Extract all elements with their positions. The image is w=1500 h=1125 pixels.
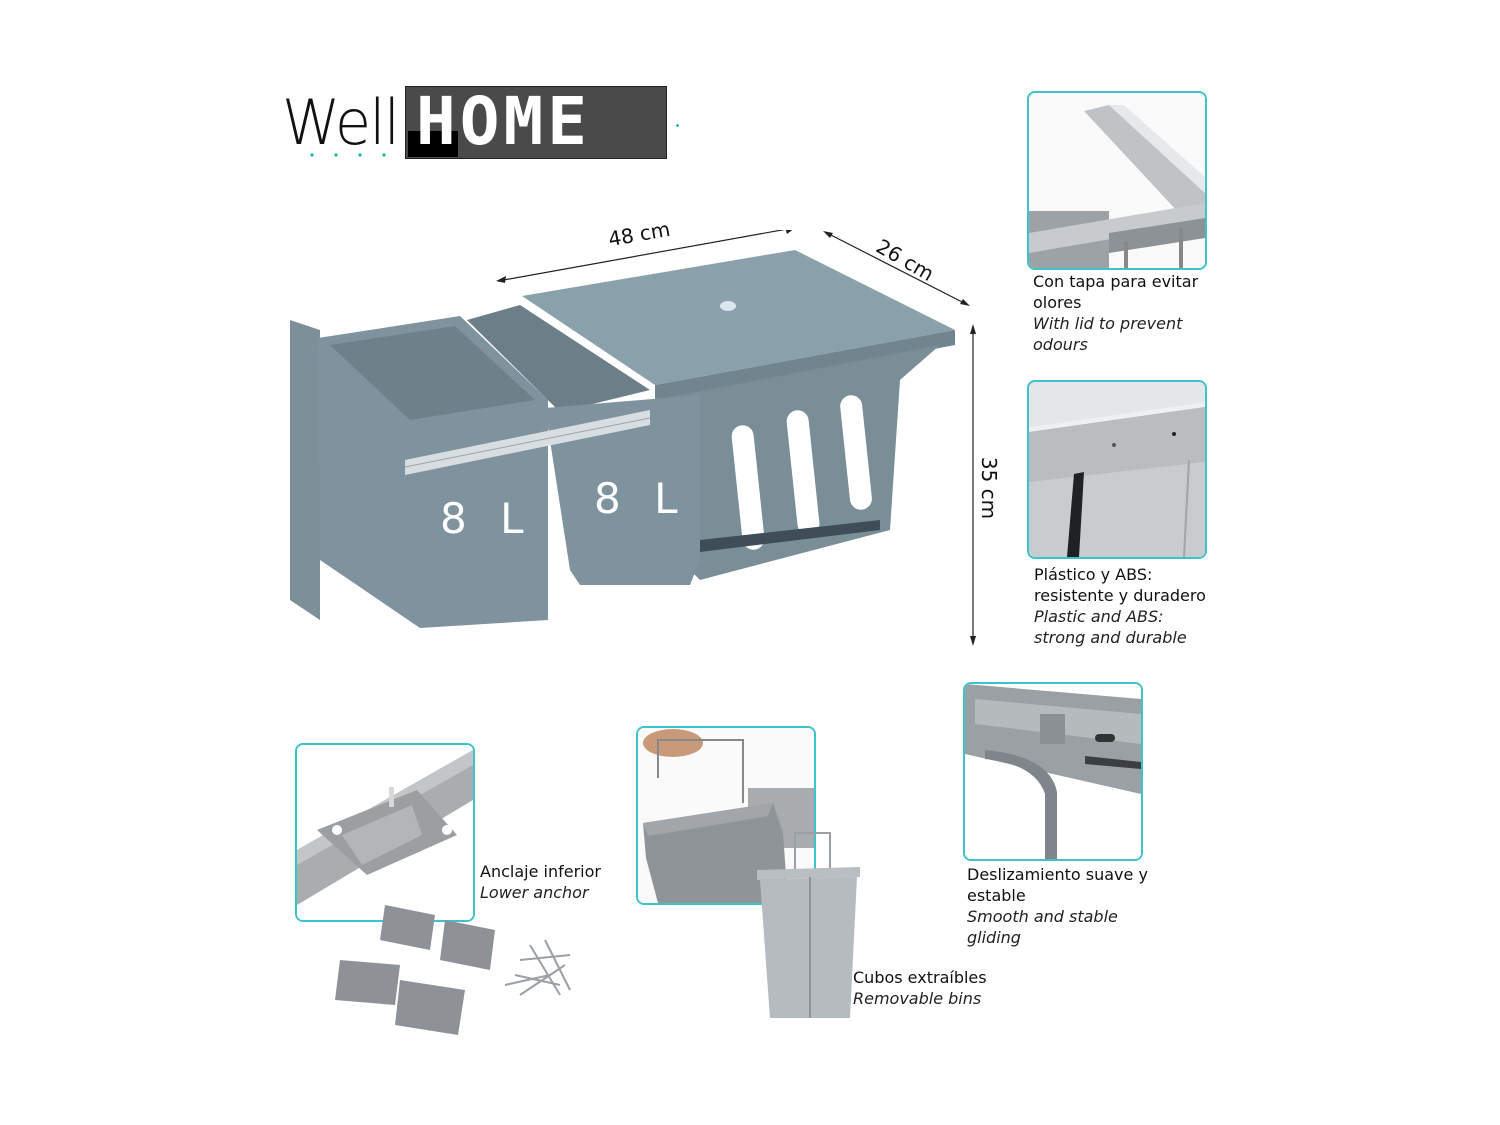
pull-out-bin-illustration <box>290 227 976 646</box>
product-main-image: 8 L 8 L <box>280 227 1000 650</box>
feature-title-material-en: Plastic and ABS: strong and durable <box>1034 607 1187 647</box>
anchor-brackets-and-screws <box>335 905 571 1035</box>
slide-rail-illustration <box>965 684 1141 859</box>
removable-bin-illustration <box>757 832 860 1018</box>
logo-home-text: HOME <box>416 83 591 160</box>
feature-title-lid-es: Con tapa para evitar olores <box>1033 272 1199 312</box>
feature-image-lid <box>1027 91 1207 270</box>
feature-title-anchor-en: Lower anchor <box>480 883 589 902</box>
feature-title-bins-es: Cubos extraíbles <box>853 968 987 987</box>
logo-well-text: Well <box>282 86 400 159</box>
plastic-panel-illustration <box>1029 382 1205 557</box>
feature-title-slides-es: Deslizamiento suave y estable <box>967 865 1148 905</box>
feature-image-anchor <box>295 743 475 922</box>
logo-period-dot <box>676 124 679 127</box>
dimension-height-label: 35 cm <box>977 456 1002 520</box>
feature-title-material-es: Plástico y ABS: resistente y duradero <box>1034 565 1206 605</box>
feature-image-material <box>1027 380 1207 559</box>
anchor-bracket-illustration <box>297 745 473 920</box>
bin-capacity-label-1: 8 L <box>440 494 534 543</box>
feature-title-lid-en: With lid to prevent odours <box>1033 314 1183 354</box>
logo-dots-decoration <box>300 152 400 158</box>
feature-title-bins-en: Removable bins <box>853 989 982 1008</box>
lid-open-illustration <box>1029 93 1205 268</box>
logo-black-block <box>408 131 458 157</box>
feature-image-slides <box>963 682 1143 861</box>
logo-home-block: HOME <box>405 86 667 159</box>
feature-title-anchor-es: Anclaje inferior <box>480 862 601 881</box>
feature-title-slides-en: Smooth and stable gliding <box>967 907 1118 947</box>
bin-capacity-label-2: 8 L <box>594 474 688 523</box>
